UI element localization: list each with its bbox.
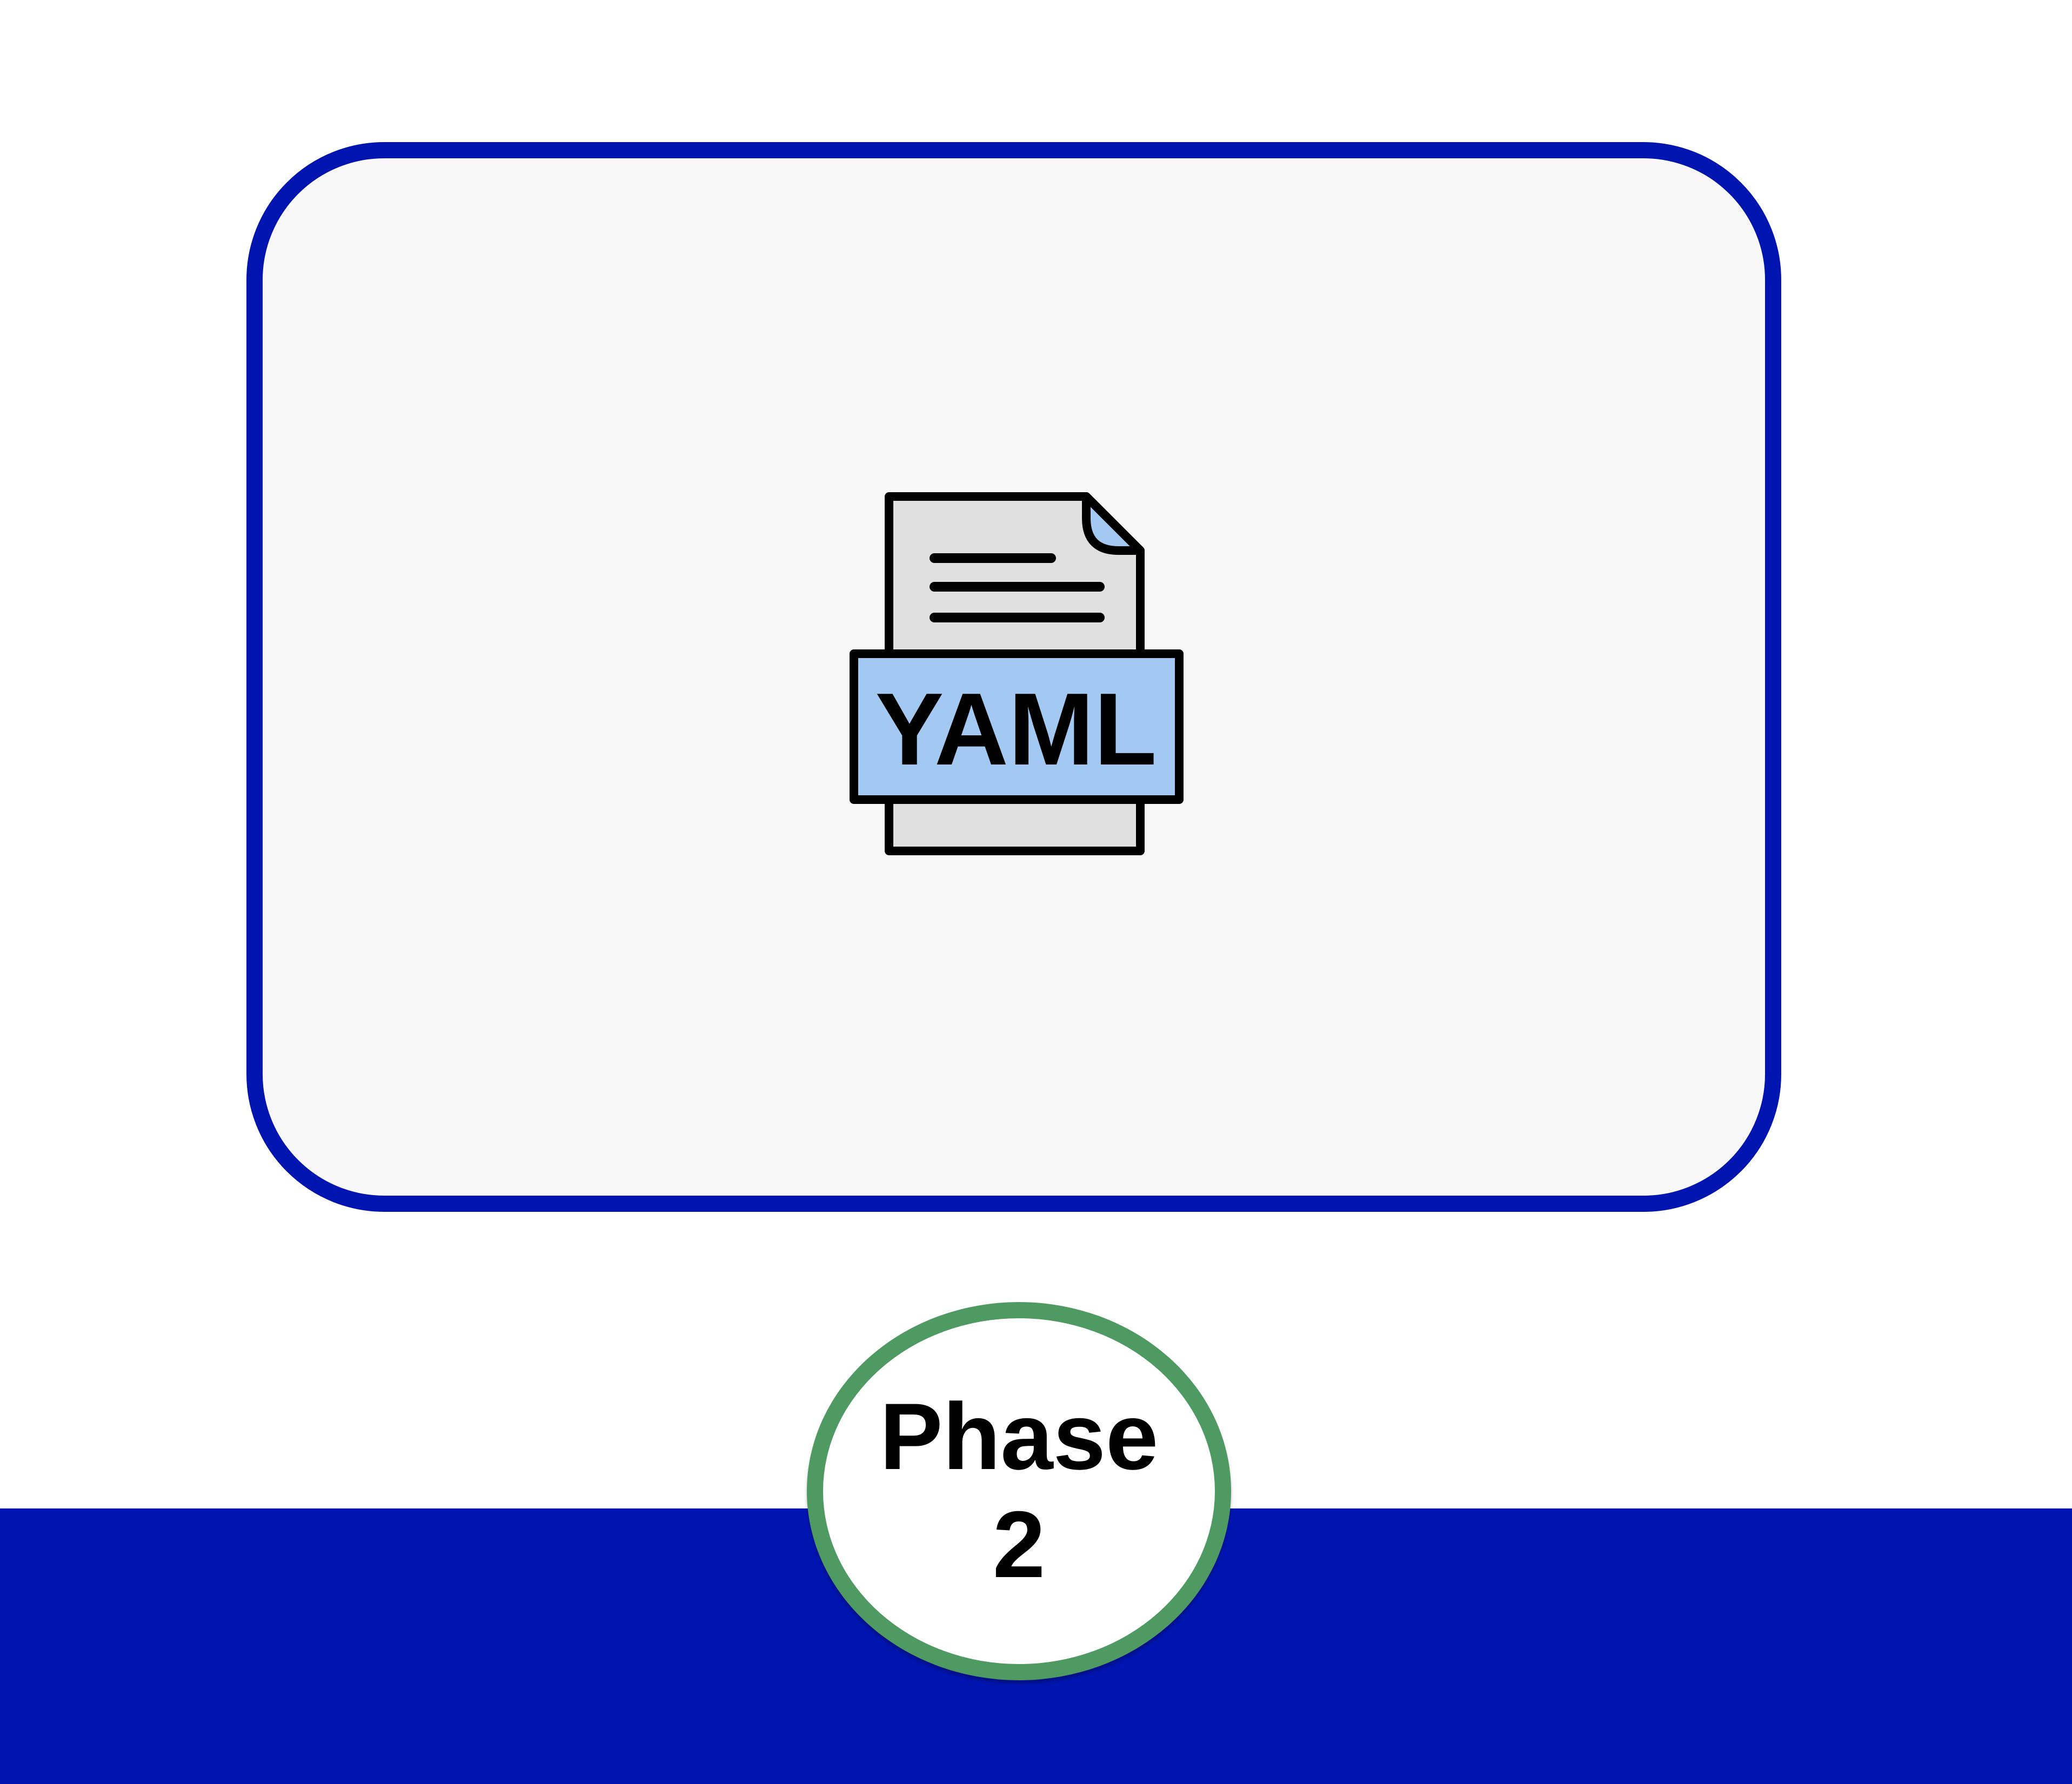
document-fold xyxy=(1082,492,1145,555)
yaml-file-icon: YAML xyxy=(850,492,1184,855)
phase-badge: Phase 2 xyxy=(807,1302,1231,1680)
phase-label: Phase xyxy=(879,1384,1159,1490)
phase-number: 2 xyxy=(992,1492,1046,1598)
label-band xyxy=(850,649,1184,804)
yaml-label: YAML xyxy=(875,672,1157,787)
